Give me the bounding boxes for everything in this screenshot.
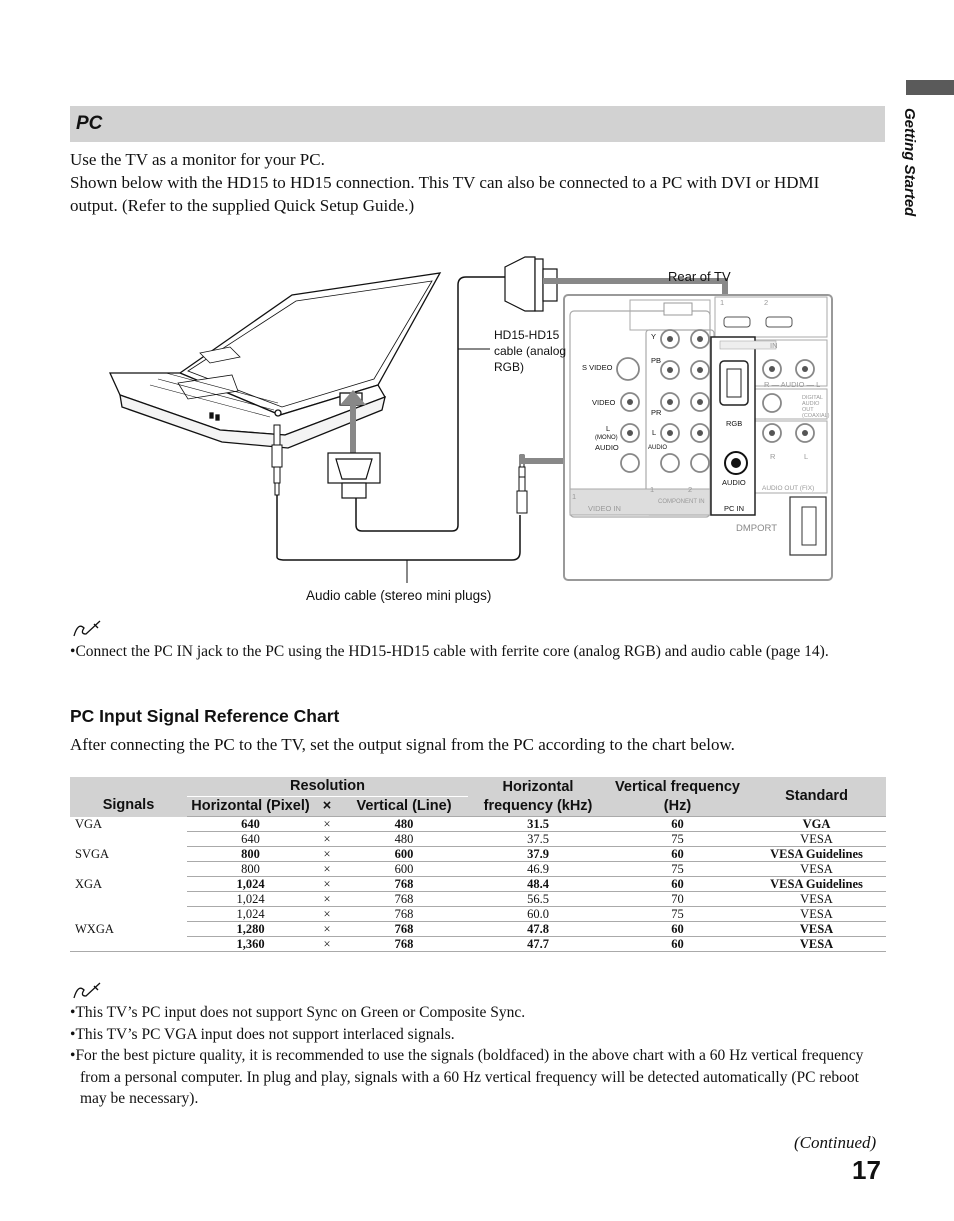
note-item: For the best picture quality, it is reco… (70, 1045, 880, 1110)
side-section-label: Getting Started (901, 108, 918, 217)
header-signals: Signals (70, 777, 187, 817)
r-label: R (770, 452, 776, 461)
audio-cable-label: Audio cable (stereo mini plugs) (306, 588, 491, 603)
l-mono-label: L (606, 424, 610, 433)
hdmi-1-label: 1 (720, 298, 724, 307)
rgb-label: RGB (726, 419, 742, 428)
header-h-freq: Horizontal frequency (kHz) (468, 777, 608, 817)
cable-label-1: HD15-HD15 (494, 328, 560, 342)
audio-out-label: AUDIO OUT (FIX) (762, 485, 814, 492)
connection-diagram: Rear of TV HD15-HD15 cable (analog RGB) … (108, 256, 833, 603)
vga-plug-top (504, 256, 558, 312)
digital-label-2: AUDIO (802, 401, 820, 407)
num-1b-label: 1 (650, 485, 654, 494)
num-1-label: 1 (572, 492, 576, 501)
note-item: This TV’s PC VGA input does not support … (70, 1024, 880, 1046)
l2-label: L (804, 452, 808, 461)
r-audio-l-label: R — AUDIO — L (764, 380, 820, 389)
tv-rear-panel (563, 294, 833, 581)
pb-label: PB (651, 356, 661, 365)
cable-label-2: cable (analog (494, 344, 566, 358)
video-label: VIDEO (592, 398, 616, 407)
digital-label-1: DIGITAL (802, 395, 823, 401)
header-standard: Standard (747, 777, 886, 817)
svideo-label: S VIDEO (582, 363, 613, 372)
header-vertical: Vertical (Line) (340, 796, 468, 817)
note-item: This TV’s PC input does not support Sync… (70, 1002, 880, 1024)
header-horizontal: Horizontal (Pixel) (187, 796, 314, 817)
signal-notes: This TV’s PC input does not support Sync… (70, 1002, 880, 1110)
rear-of-tv-label: Rear of TV (668, 269, 731, 284)
laptop-illustration (108, 272, 442, 449)
signal-reference-table: Signals Resolution Horizontal frequency … (70, 777, 886, 952)
pr-label: PR (651, 408, 662, 417)
header-resolution: Resolution (187, 777, 468, 797)
side-tab-marker (906, 80, 954, 95)
y-label: Y (651, 332, 656, 341)
connection-notes: Connect the PC IN jack to the PC using t… (70, 641, 880, 663)
audio-label: AUDIO (595, 443, 619, 452)
note-pencil-icon-2 (73, 982, 101, 999)
hdmi-2-label: 2 (764, 298, 768, 307)
section-header: PC (70, 106, 885, 142)
dmport-label: DMPORT (736, 523, 777, 534)
intro-line-2: Shown below with the HD15 to HD15 connec… (70, 173, 820, 215)
digital-label-3: OUT (802, 407, 814, 413)
hdmi-in-label: IN (770, 341, 778, 350)
video-in-label: VIDEO IN (588, 504, 621, 513)
component-in-label: COMPONENT IN (658, 499, 705, 505)
num-2-label: 2 (688, 485, 692, 494)
cable-label-3: RGB) (494, 360, 524, 374)
audio-jack-label: AUDIO (722, 478, 746, 487)
page-number: 17 (852, 1155, 881, 1185)
audio2-label: AUDIO (648, 445, 667, 451)
mono-label: (MONO) (595, 435, 618, 441)
intro-text: Use the TV as a monitor for your PC. Sho… (70, 148, 870, 217)
intro-line-1: Use the TV as a monitor for your PC. (70, 150, 325, 169)
note-pencil-icon (73, 620, 101, 637)
digital-label-4: (COAXIAL) (802, 413, 830, 419)
vga-plug-laptop (327, 452, 381, 499)
pc-in-label: PC IN (724, 504, 744, 513)
header-v-freq: Vertical frequency (Hz) (608, 777, 747, 817)
section-title: PC (76, 113, 103, 134)
chart-intro: After connecting the PC to the TV, set t… (70, 735, 735, 754)
chart-title: PC Input Signal Reference Chart (70, 706, 340, 726)
l-label: L (652, 428, 656, 437)
continued-label: (Continued) (794, 1133, 877, 1152)
note-item: Connect the PC IN jack to the PC using t… (70, 641, 880, 663)
header-times: × (314, 796, 340, 817)
audio-plug-laptop (271, 424, 283, 496)
